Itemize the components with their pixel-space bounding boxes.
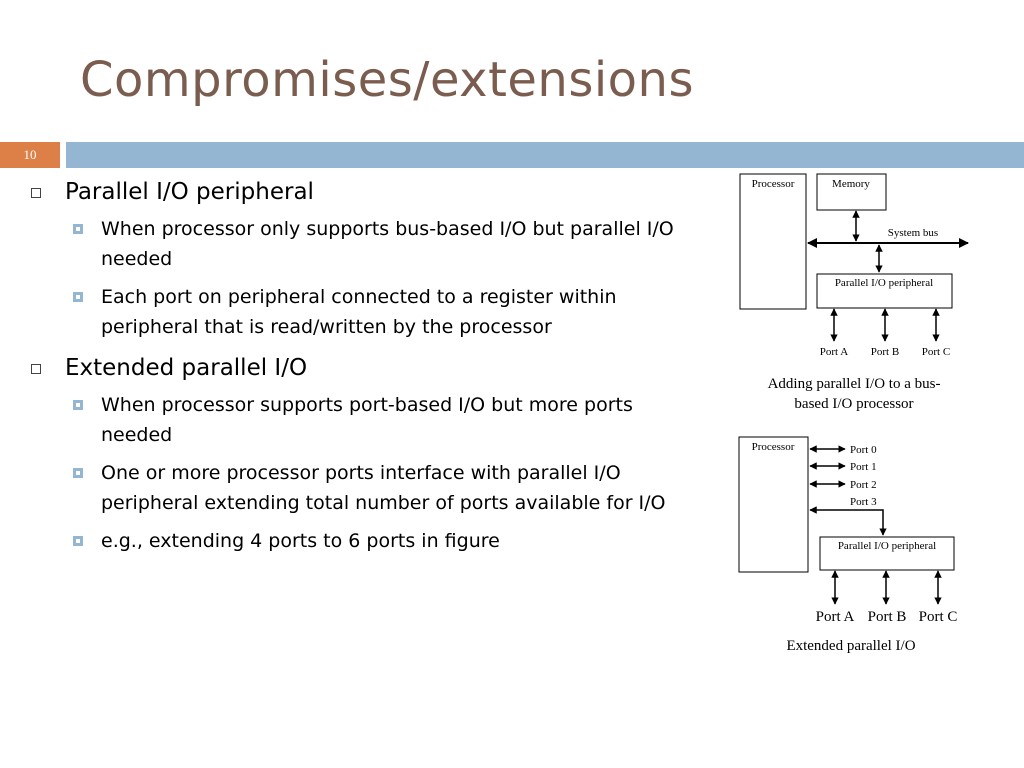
square-bullet-icon bbox=[73, 536, 83, 546]
port-a-label: Port A bbox=[820, 346, 848, 358]
bullet-list: Parallel I/O peripheral When processor o… bbox=[28, 172, 688, 556]
diagram-bus-based: Processor Memory System bus Parallel I/O… bbox=[739, 173, 969, 412]
square-bullet-icon bbox=[73, 400, 83, 410]
sub-bullet-item: Each port on peripheral connected to a r… bbox=[28, 282, 688, 342]
square-bullet-icon bbox=[73, 292, 83, 302]
processor-label: Processor bbox=[752, 441, 795, 453]
sub-bullet-item: When processor supports port-based I/O b… bbox=[28, 390, 688, 450]
slide-number: 10 bbox=[0, 142, 60, 168]
header-bar bbox=[66, 142, 1024, 168]
sub-bullet-text: One or more processor ports interface wi… bbox=[101, 462, 666, 514]
processor-label: Processor bbox=[752, 178, 795, 190]
parallel-io-peripheral-label: Parallel I/O peripheral bbox=[835, 277, 933, 289]
diagram-port-based: Processor Port 0 Port 1 Port 2 Port 3 Pa… bbox=[738, 436, 958, 654]
square-bullet-icon bbox=[73, 468, 83, 478]
port-0-label: Port 0 bbox=[850, 444, 877, 456]
diagram-caption: Adding parallel I/O to a bus- bbox=[768, 376, 941, 392]
port-b-label: Port B bbox=[871, 346, 899, 358]
diagram-caption: Extended parallel I/O bbox=[786, 638, 915, 654]
port-1-label: Port 1 bbox=[850, 461, 877, 473]
bullet-item: Parallel I/O peripheral bbox=[28, 176, 688, 208]
sub-bullet-item: When processor only supports bus-based I… bbox=[28, 214, 688, 274]
sub-bullet-text: When processor supports port-based I/O b… bbox=[101, 394, 633, 446]
square-bullet-icon bbox=[31, 188, 41, 198]
square-bullet-icon bbox=[31, 364, 41, 374]
port-b-label: Port B bbox=[868, 609, 907, 625]
memory-label: Memory bbox=[832, 178, 870, 190]
parallel-io-peripheral-box bbox=[816, 273, 953, 309]
port-a-label: Port A bbox=[816, 609, 855, 625]
bullet-item: Extended parallel I/O bbox=[28, 352, 688, 384]
processor-box bbox=[739, 173, 807, 310]
bullet-text: Extended parallel I/O bbox=[65, 355, 308, 381]
system-bus-label: System bus bbox=[888, 227, 938, 239]
sub-bullet-item: One or more processor ports interface wi… bbox=[28, 458, 688, 518]
port-3-connection bbox=[809, 506, 887, 536]
parallel-io-peripheral-label: Parallel I/O peripheral bbox=[838, 540, 936, 552]
memory-box bbox=[816, 173, 887, 211]
parallel-io-peripheral-box bbox=[819, 536, 955, 571]
square-bullet-icon bbox=[73, 224, 83, 234]
processor-box bbox=[738, 436, 809, 573]
port-c-label: Port C bbox=[922, 346, 950, 358]
slide-title: Compromises/extensions bbox=[80, 52, 694, 108]
port-c-label: Port C bbox=[919, 609, 958, 625]
sub-bullet-text: Each port on peripheral connected to a r… bbox=[101, 286, 617, 338]
sub-bullet-text: When processor only supports bus-based I… bbox=[101, 218, 674, 270]
sub-bullet-item: e.g., extending 4 ports to 6 ports in fi… bbox=[28, 526, 688, 556]
diagram-caption: based I/O processor bbox=[794, 396, 913, 412]
port-2-label: Port 2 bbox=[850, 479, 877, 491]
sub-bullet-text: e.g., extending 4 ports to 6 ports in fi… bbox=[101, 530, 500, 552]
port-3-label: Port 3 bbox=[850, 496, 877, 508]
bullet-text: Parallel I/O peripheral bbox=[65, 179, 314, 205]
